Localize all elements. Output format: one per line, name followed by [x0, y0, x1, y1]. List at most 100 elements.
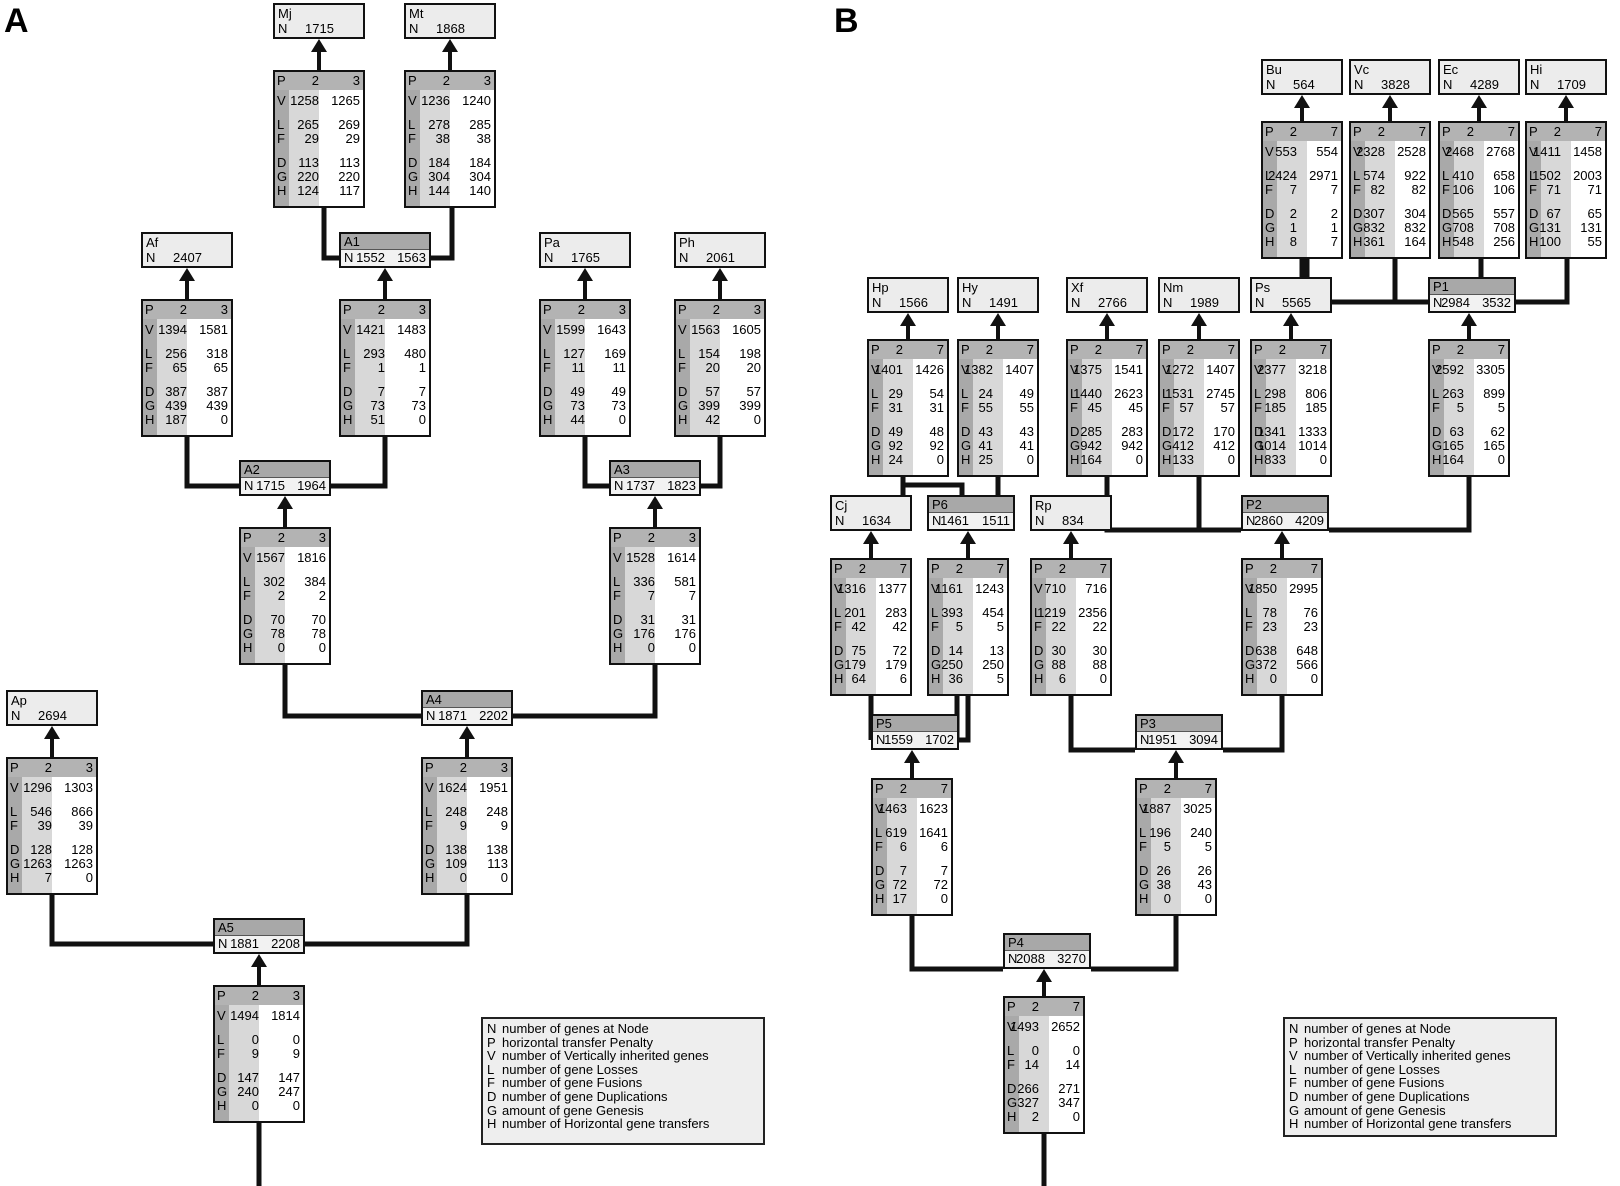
stat-value-1: 38: [435, 131, 450, 146]
stat-value-2: 942: [1121, 438, 1143, 453]
stat-value-2: 716: [1085, 581, 1107, 596]
stat-value-2: 7: [1135, 342, 1143, 357]
stat-value-1: 0: [647, 640, 655, 655]
n-key: N: [409, 21, 419, 36]
taxon-name: Bu: [1266, 62, 1282, 77]
stat-value-2: 5: [996, 619, 1004, 634]
stat-value-1: 2424: [1268, 168, 1297, 183]
penalty-header-band: [423, 759, 511, 777]
stat-value-2: 1623: [919, 801, 948, 816]
stat-value-1: 372: [1255, 657, 1277, 672]
stat-value-2: 1333: [1298, 424, 1327, 439]
tree-edge: [1091, 916, 1179, 972]
taxon-name: Af: [146, 235, 159, 250]
tree-edge: [513, 665, 658, 719]
penalty-header-band: [1005, 998, 1083, 1016]
stat-value-2: 54: [929, 386, 944, 401]
stat-key: P: [243, 530, 252, 545]
stat-value-1: 63: [1449, 424, 1464, 439]
arrow-head: [1283, 313, 1299, 326]
penalty-header-band: [541, 301, 629, 319]
stat-value-2: 439: [206, 398, 228, 413]
legend-text: number of genes at Node: [502, 1021, 649, 1036]
stat-value-1: 5: [1456, 400, 1464, 415]
stat-key: V: [1245, 581, 1254, 596]
gene-count-p3: 1511: [982, 513, 1010, 528]
stat-value-2: 7: [996, 561, 1004, 576]
stat-value-1: 82: [1370, 182, 1385, 197]
stat-value-1: 133: [1172, 452, 1194, 467]
taxon-name: Vc: [1354, 62, 1370, 77]
arrow-head: [251, 954, 267, 967]
node-name: P5: [876, 716, 892, 731]
stat-key: V: [10, 780, 19, 795]
stat-key: D: [931, 643, 941, 658]
penalty-header-band: [929, 560, 1007, 578]
stat-value-2: 806: [1305, 386, 1327, 401]
stat-key: V: [145, 322, 154, 337]
stat-value-1: 31: [888, 400, 903, 415]
stat-value-1: 8: [1289, 234, 1297, 249]
penalty-header-band: [143, 301, 231, 319]
legend-text: number of gene Duplications: [1304, 1088, 1470, 1104]
gene-count-p2: 1881: [230, 936, 259, 951]
stat-value-1: 0: [1163, 891, 1171, 906]
stat-value-1: 248: [445, 804, 467, 819]
stat-value-1: 2: [712, 302, 720, 317]
stat-value-2: 5: [1497, 400, 1505, 415]
stat-key: D: [1442, 206, 1452, 221]
arrow-head: [377, 268, 393, 281]
tree-edge: [900, 477, 965, 495]
stat-value-1: 127: [563, 346, 585, 361]
stat-value-2: 11: [612, 360, 627, 375]
stat-value-2: 1951: [479, 780, 508, 795]
stat-key: G: [1139, 877, 1150, 892]
stat-key: F: [408, 131, 416, 146]
stat-value-1: 2: [1094, 342, 1102, 357]
penalty-header-band: [611, 529, 699, 547]
stat-value-2: 55: [1019, 400, 1034, 415]
gene-count: 1989: [1190, 295, 1219, 310]
tree-edge: [582, 437, 609, 489]
arrow-head: [577, 268, 593, 281]
gene-count: 1765: [571, 250, 600, 265]
stat-value-1: 546: [30, 804, 52, 819]
stat-value-2: 7: [940, 863, 948, 878]
stat-value-1: 73: [570, 398, 585, 413]
stat-value-2: 3305: [1476, 362, 1505, 377]
stat-key: F: [678, 360, 686, 375]
stat-value-2: 65: [213, 360, 228, 375]
stat-value-1: 2377: [1257, 362, 1286, 377]
stat-value-2: 2971: [1309, 168, 1338, 183]
stat-value-2: 0: [292, 1098, 300, 1113]
stat-key: F: [543, 360, 551, 375]
